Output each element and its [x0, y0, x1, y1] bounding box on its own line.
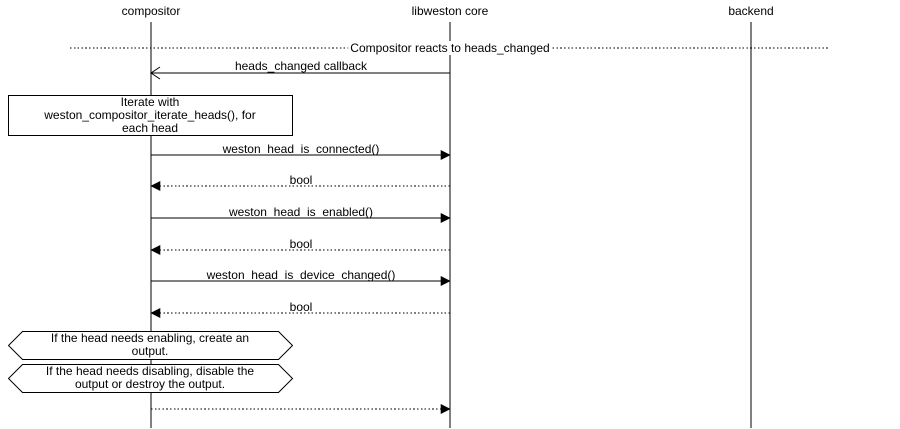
arrowhead-bool-return-2 — [150, 245, 161, 255]
messages-layer — [150, 66, 451, 414]
hex-note-enable-head-condition — [7, 331, 294, 360]
hex-note-line: If the head needs enabling, create an — [50, 331, 250, 345]
hex-note-line: output or destroy the output. — [74, 377, 226, 391]
note-line: weston_compositor_iterate_heads(), for — [44, 108, 256, 122]
arrowhead-bool-return-3 — [150, 308, 161, 318]
divider-label: Compositor reacts to heads_changed — [348, 41, 552, 55]
message-label-bool-return-1: bool — [289, 173, 313, 187]
lifelines-layer — [150, 22, 752, 428]
note-line: Iterate with — [120, 95, 180, 109]
hex-note-disable-head-condition — [7, 364, 294, 393]
message-label-weston-head-is-device-changed: weston_head_is_device_changed() — [206, 268, 396, 282]
message-label-heads-changed-callback: heads_changed callback — [234, 59, 368, 73]
message-label-weston-head-is-enabled: weston_head_is_enabled() — [228, 205, 374, 219]
lifeline-header-libweston-core: libweston core — [411, 4, 489, 18]
hex-note-text-disable-head-condition: If the head needs disabling, disable the… — [8, 365, 292, 391]
message-label-bool-return-2: bool — [289, 237, 313, 251]
hex-note-line: If the head needs disabling, disable the — [45, 364, 255, 378]
arrowhead-weston-head-is-connected — [440, 150, 451, 160]
arrowhead-bool-return-1 — [150, 181, 161, 191]
message-label-weston-head-is-connected: weston_head_is_connected() — [222, 142, 380, 156]
hex-note-line: output. — [131, 344, 169, 358]
note-line: each head — [121, 121, 179, 135]
arrowhead-heads-changed-callback — [150, 66, 161, 80]
lifeline-header-backend: backend — [728, 4, 774, 18]
arrowhead-final-return — [440, 404, 451, 414]
notes-layer — [7, 95, 294, 393]
arrowhead-weston-head-is-device-changed — [440, 276, 451, 286]
message-label-bool-return-3: bool — [289, 300, 313, 314]
note-box-iterate-heads-note — [8, 95, 293, 136]
lifeline-header-compositor: compositor — [121, 4, 181, 18]
arrowhead-weston-head-is-enabled — [440, 213, 451, 223]
